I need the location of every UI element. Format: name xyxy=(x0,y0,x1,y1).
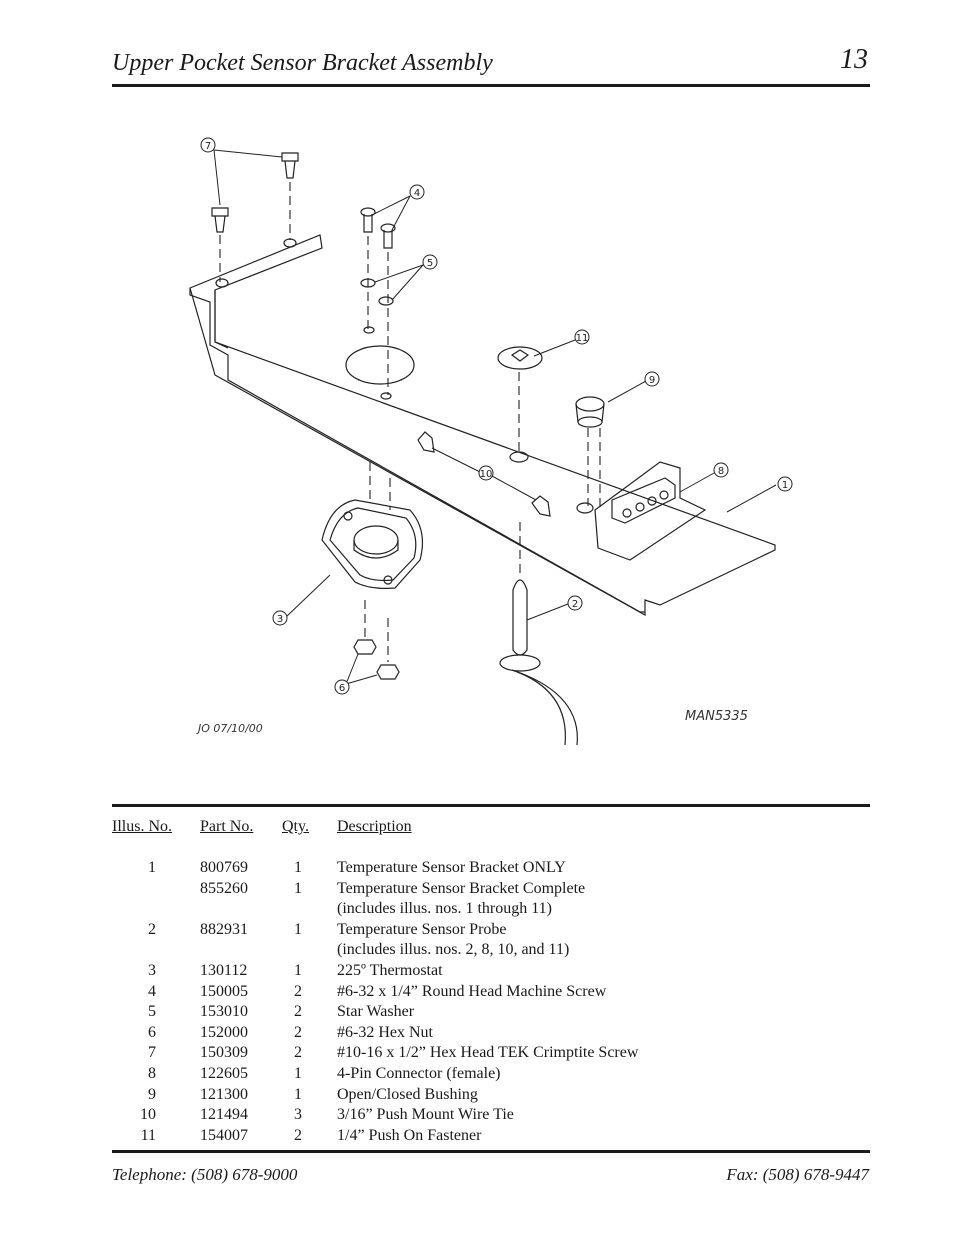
callout-3: 3 xyxy=(277,614,283,625)
row-description: 225º Thermostat xyxy=(337,962,443,979)
row-description: Temperature Sensor Bracket Complete xyxy=(337,879,586,897)
callout-4: 4 xyxy=(414,188,420,199)
header-rule xyxy=(112,84,870,87)
row-part-no: 152000 xyxy=(200,1023,248,1041)
row-description: 1/4” Push On Fastener xyxy=(337,1126,482,1144)
row-part-no: 150005 xyxy=(200,982,248,1000)
row-illus-no: 10 xyxy=(140,1106,156,1124)
drawing-initials: JO 07/10/00 xyxy=(196,722,263,735)
row-description: (includes illus. nos. 1 through 11) xyxy=(337,900,552,918)
row-description: 4-Pin Connector (female) xyxy=(337,1065,501,1082)
row-illus-no: 6 xyxy=(148,1023,156,1041)
drawing-code: MAN5335 xyxy=(685,709,748,724)
header-part-no: Part No. xyxy=(200,818,254,835)
row-part-no: 150309 xyxy=(200,1044,248,1062)
callout-10: 10 xyxy=(480,469,493,480)
row-illus-no: 11 xyxy=(140,1126,156,1144)
row-part-no: 800769 xyxy=(200,859,248,876)
callout-1: 1 xyxy=(782,480,788,491)
callout-2: 2 xyxy=(572,599,578,610)
page-title: Upper Pocket Sensor Bracket Assembly xyxy=(112,50,493,76)
row-illus-no: 1 xyxy=(148,859,156,876)
table-bottom-rule xyxy=(112,1150,870,1153)
table-top-rule xyxy=(112,804,870,807)
row-illus-no: 3 xyxy=(148,962,156,979)
row-illus-no: 9 xyxy=(148,1085,156,1103)
row-description: Star Washer xyxy=(337,1003,415,1021)
row-qty: 1 xyxy=(294,962,302,979)
row-description: #6-32 x 1/4” Round Head Machine Screw xyxy=(337,982,607,1000)
fax: Fax: (508) 678-9447 xyxy=(726,1165,869,1184)
exploded-view-drawing: 7 4 5 11 9 8 1 10 2 3 6 JO 07/10/00 MAN5… xyxy=(189,137,793,746)
row-part-no: 121300 xyxy=(200,1085,248,1103)
row-description: 3/16” Push Mount Wire Tie xyxy=(337,1106,514,1124)
row-illus-no: 2 xyxy=(148,920,156,938)
header-illus-no: Illus. No. xyxy=(112,818,172,835)
row-part-no: 153010 xyxy=(200,1003,248,1021)
row-qty: 1 xyxy=(294,920,302,938)
callout-7: 7 xyxy=(205,141,211,152)
page-number: 13 xyxy=(840,44,868,75)
row-qty: 2 xyxy=(294,1023,302,1041)
row-description: Temperature Sensor Probe xyxy=(337,920,507,938)
callout-9: 9 xyxy=(649,375,655,386)
row-qty: 1 xyxy=(294,879,302,897)
row-part-no: 121494 xyxy=(200,1106,248,1124)
row-qty: 2 xyxy=(294,1044,302,1062)
header-qty: Qty. xyxy=(282,818,309,835)
row-description: Temperature Sensor Bracket ONLY xyxy=(337,859,566,876)
row-part-no: 122605 xyxy=(200,1065,248,1082)
row-description: #6-32 Hex Nut xyxy=(337,1023,433,1041)
row-description: (includes illus. nos. 2, 8, 10, and 11) xyxy=(337,941,570,959)
row-qty: 2 xyxy=(294,1003,302,1021)
row-qty: 2 xyxy=(294,1126,302,1144)
row-qty: 1 xyxy=(294,1065,302,1082)
row-illus-no: 5 xyxy=(148,1003,156,1021)
callout-8: 8 xyxy=(718,466,724,477)
row-qty: 2 xyxy=(294,982,302,1000)
callout-6: 6 xyxy=(339,683,345,694)
telephone: Telephone: (508) 678-9000 xyxy=(112,1165,298,1184)
row-illus-no: 8 xyxy=(148,1065,156,1082)
row-qty: 1 xyxy=(294,1085,302,1103)
callout-11: 11 xyxy=(576,333,589,344)
row-qty: 3 xyxy=(294,1106,302,1124)
row-illus-no: 7 xyxy=(148,1044,156,1062)
row-part-no: 154007 xyxy=(200,1126,248,1144)
row-part-no: 882931 xyxy=(200,920,248,938)
row-qty: 1 xyxy=(294,859,302,876)
row-description: #10-16 x 1/2” Hex Head TEK Crimptite Scr… xyxy=(337,1044,639,1062)
row-part-no: 130112 xyxy=(200,962,248,979)
row-illus-no: 4 xyxy=(148,982,156,1000)
header-description: Description xyxy=(337,818,412,835)
callout-5: 5 xyxy=(427,258,433,269)
row-description: Open/Closed Bushing xyxy=(337,1085,478,1103)
row-part-no: 855260 xyxy=(200,879,248,897)
